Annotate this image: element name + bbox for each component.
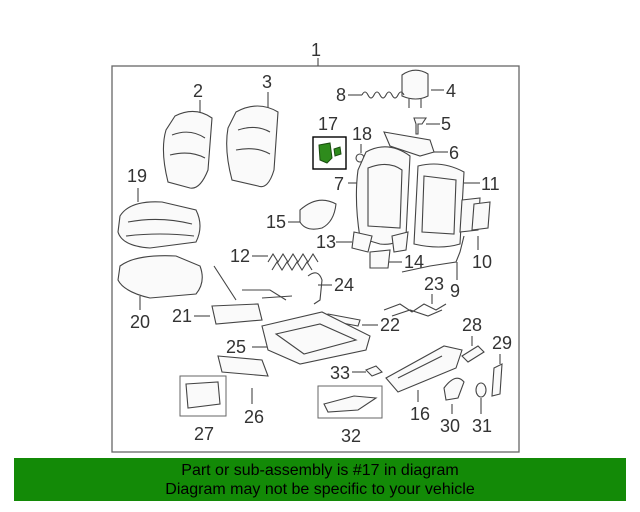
callout-1[interactable]: 1	[311, 40, 321, 60]
callout-33[interactable]: 33	[330, 363, 350, 383]
seat-cushion-cover	[117, 201, 201, 249]
seat-back-pad	[226, 105, 279, 188]
banner-line-2: Diagram may not be specific to your vehi…	[165, 480, 475, 498]
callout-11[interactable]: 11	[481, 174, 500, 194]
callout-15[interactable]: 15	[266, 212, 286, 232]
callout-23[interactable]: 23	[424, 274, 444, 294]
callout-6[interactable]: 6	[449, 143, 459, 163]
callout-8[interactable]: 8	[336, 85, 346, 105]
callout-21[interactable]: 21	[172, 306, 192, 326]
callout-2[interactable]: 2	[193, 81, 203, 101]
callout-24[interactable]: 24	[334, 275, 354, 295]
callout-26[interactable]: 26	[244, 407, 264, 427]
callout-30[interactable]: 30	[440, 416, 460, 436]
callout-7[interactable]: 7	[334, 174, 344, 194]
side-shield	[385, 345, 463, 393]
part-21	[211, 303, 263, 325]
headrest	[401, 69, 429, 100]
seat-back-cover	[162, 110, 213, 189]
callout-16[interactable]: 16	[410, 404, 430, 424]
diagram-frame	[111, 65, 520, 453]
callout-17[interactable]: 17	[318, 114, 338, 134]
wire-harness-23	[383, 303, 447, 317]
spring	[361, 91, 405, 99]
callout-5[interactable]: 5	[441, 114, 451, 134]
headrest-guide	[383, 131, 435, 157]
callout-27[interactable]: 27	[194, 424, 214, 444]
callout-22[interactable]: 22	[380, 315, 400, 335]
highlighted-part-17[interactable]	[318, 142, 333, 164]
back-panel	[413, 163, 465, 248]
seat-frame-track	[261, 311, 371, 365]
seat-adjuster-26	[217, 355, 269, 377]
seat-back-frame	[355, 146, 411, 245]
callout-19[interactable]: 19	[127, 166, 147, 186]
callout-14[interactable]: 14	[404, 252, 424, 272]
callout-29[interactable]: 29	[492, 333, 512, 353]
callout-13[interactable]: 13	[316, 232, 336, 252]
callout-12[interactable]: 12	[230, 246, 250, 266]
callout-32[interactable]: 32	[341, 426, 361, 446]
banner-line-1: Part or sub-assembly is #17 in diagram	[181, 461, 459, 479]
info-banner: Part or sub-assembly is #17 in diagram D…	[14, 458, 626, 501]
seat-cushion-pad	[117, 255, 203, 299]
callout-25[interactable]: 25	[226, 337, 246, 357]
callout-28[interactable]: 28	[462, 315, 482, 335]
parts-diagram: 1 2 3 4 5 6 8 17 18 7 11 10 15	[111, 40, 520, 453]
part-15	[299, 199, 337, 230]
callout-4[interactable]: 4	[446, 81, 456, 101]
knob-30	[443, 377, 465, 401]
callout-31[interactable]: 31	[472, 416, 492, 436]
seat-springs	[267, 252, 319, 264]
callout-17-box	[312, 136, 347, 170]
callout-10[interactable]: 10	[472, 252, 492, 272]
callout-9[interactable]: 9	[450, 281, 460, 301]
callout-20[interactable]: 20	[130, 312, 150, 332]
wire-harness-9	[401, 235, 465, 273]
callout-3[interactable]: 3	[262, 72, 272, 92]
callout-18[interactable]: 18	[352, 124, 372, 144]
